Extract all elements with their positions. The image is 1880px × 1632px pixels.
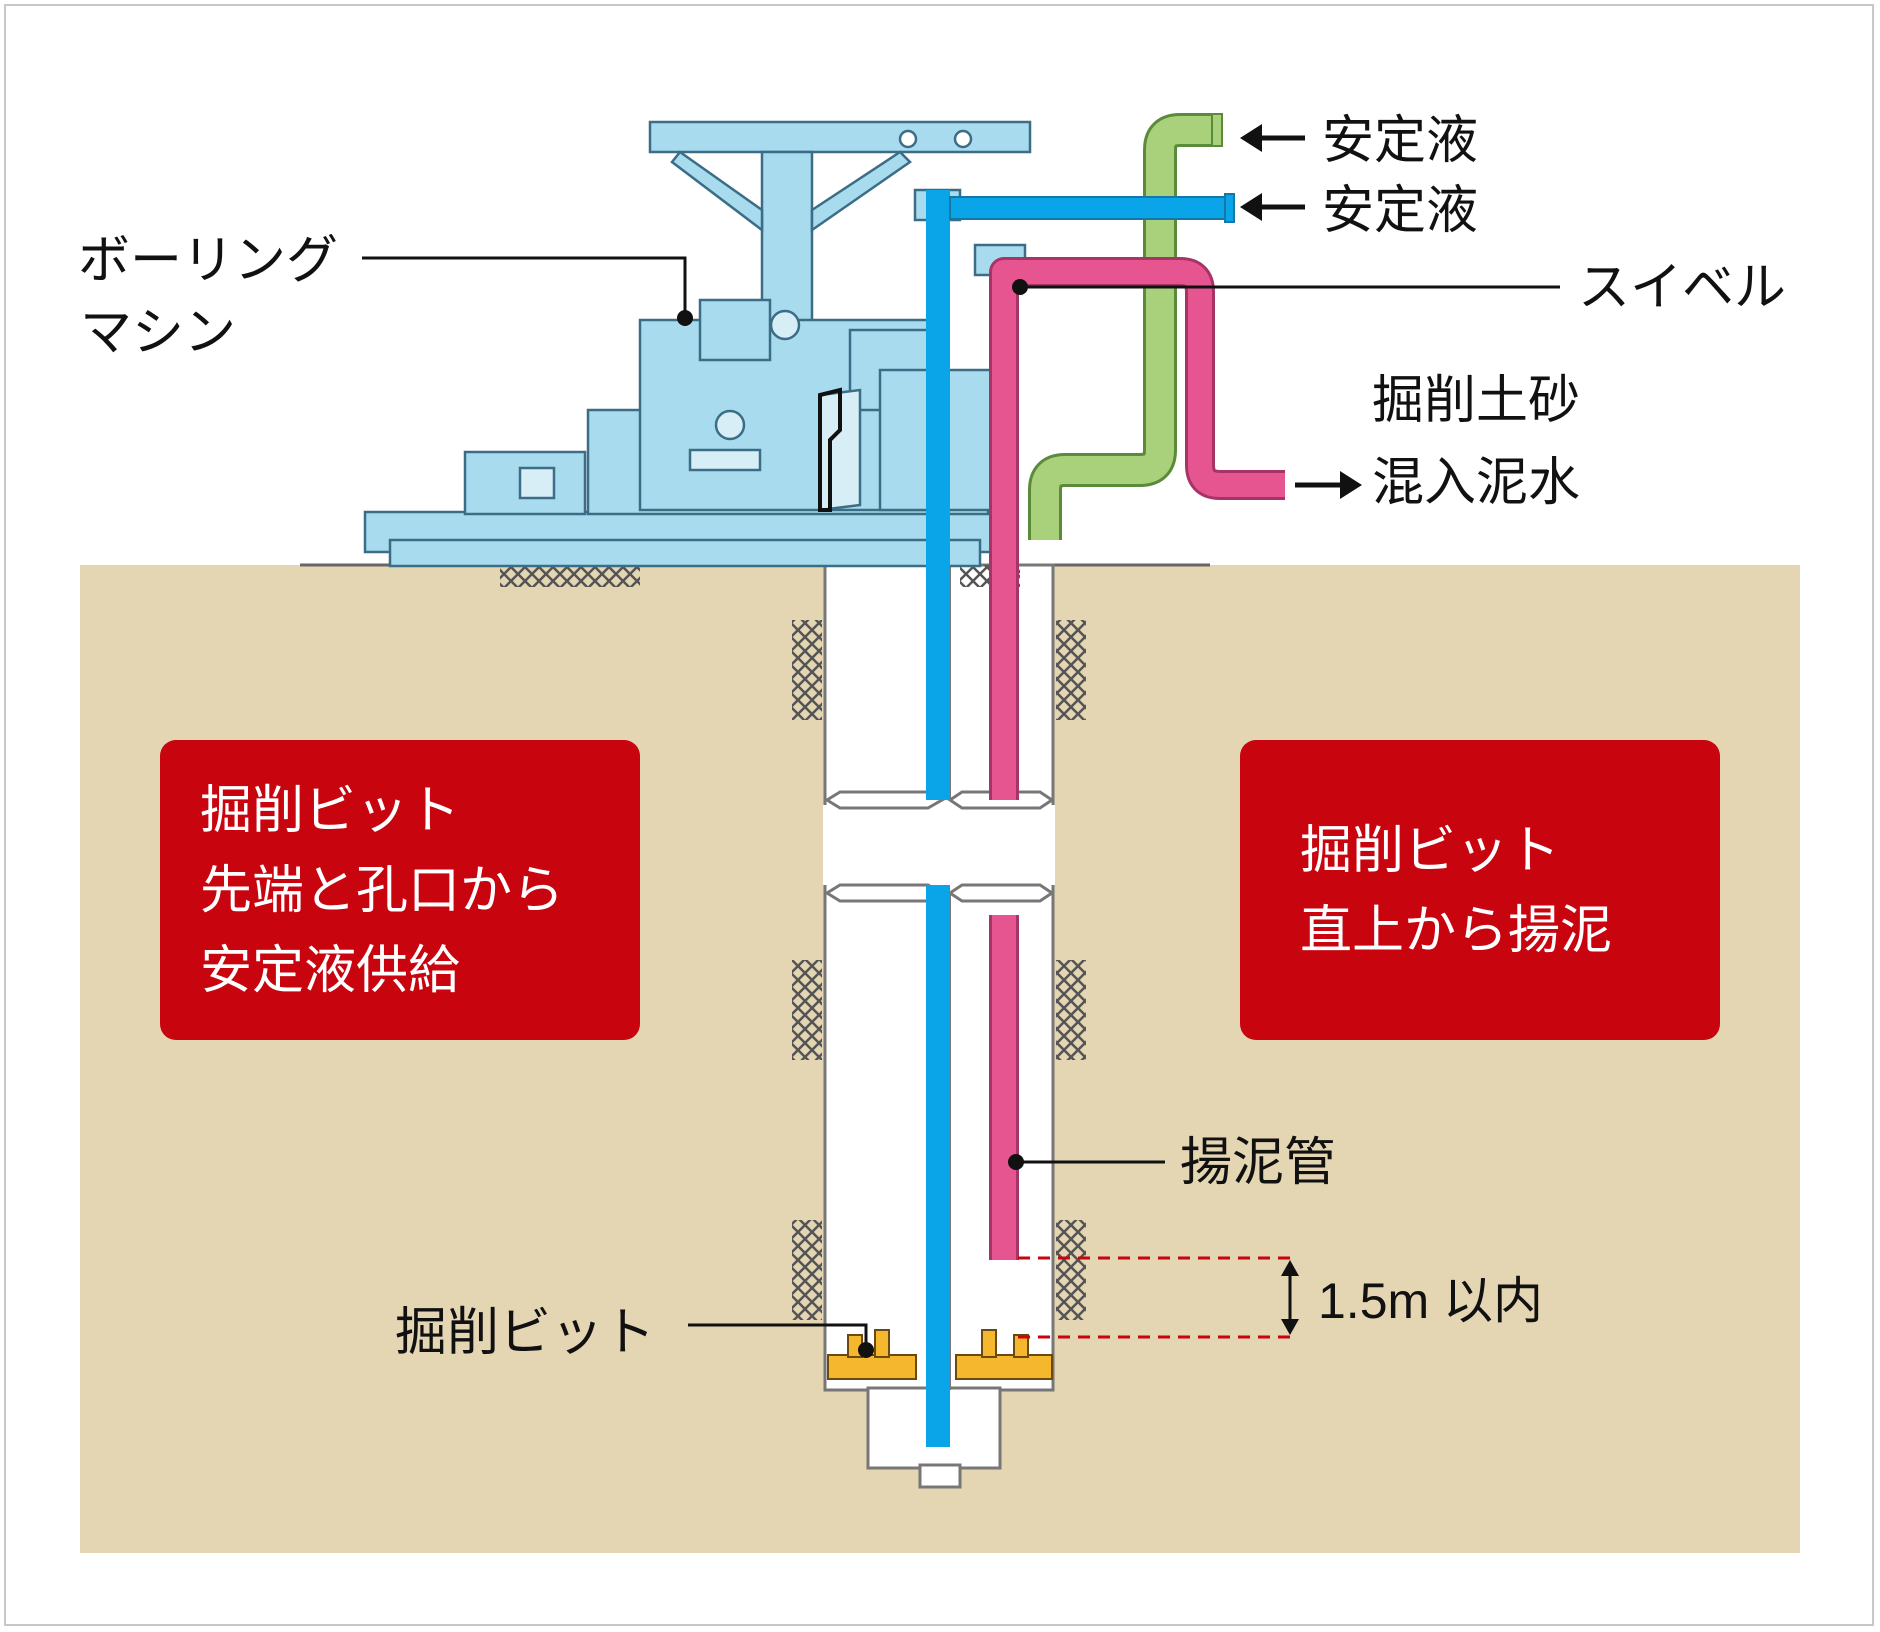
label-lift-pipe: 揚泥管	[1180, 1133, 1336, 1193]
boring-machine	[363, 120, 1032, 568]
arrow-left-icon	[1240, 193, 1305, 221]
callout-left-line-2: 先端と孔口から	[200, 861, 564, 921]
supply-pipe	[926, 190, 1235, 1447]
label-stabilizer-1: 安定液	[1322, 111, 1478, 171]
excavation-bit	[827, 1329, 1053, 1380]
label-swivel: スイベル	[1578, 258, 1786, 318]
callout-right-line-2: 直上から揚泥	[1300, 901, 1612, 961]
label-slurry-out-2: 混入泥水	[1372, 453, 1580, 513]
arrow-left-icon	[1240, 124, 1305, 152]
label-distance: 1.5m 以内	[1318, 1273, 1543, 1329]
return-pipe	[1028, 113, 1223, 540]
callout-box-right	[1240, 740, 1720, 1040]
callout-right-line-1: 掘削ビット	[1300, 821, 1560, 881]
callout-box-left	[160, 740, 640, 1040]
leader-dots	[677, 279, 1028, 1358]
dimension-1-5m	[1018, 1256, 1299, 1339]
label-slurry-out-1: 掘削土砂	[1372, 371, 1580, 431]
label-stabilizer-2: 安定液	[1322, 181, 1478, 241]
arrow-right-icon	[1295, 471, 1362, 499]
label-boring-machine-2: マシン	[80, 303, 236, 363]
label-boring-machine-1: ボーリング	[78, 231, 338, 291]
label-bit: 掘削ビット	[395, 1303, 655, 1363]
slurry-pipe	[989, 257, 1285, 1260]
soil-hatch	[500, 565, 1086, 1320]
callout-left-line-1: 掘削ビット	[200, 781, 460, 841]
callout-left-line-3: 安定液供給	[200, 941, 460, 1001]
leader-lines	[362, 256, 1560, 1350]
